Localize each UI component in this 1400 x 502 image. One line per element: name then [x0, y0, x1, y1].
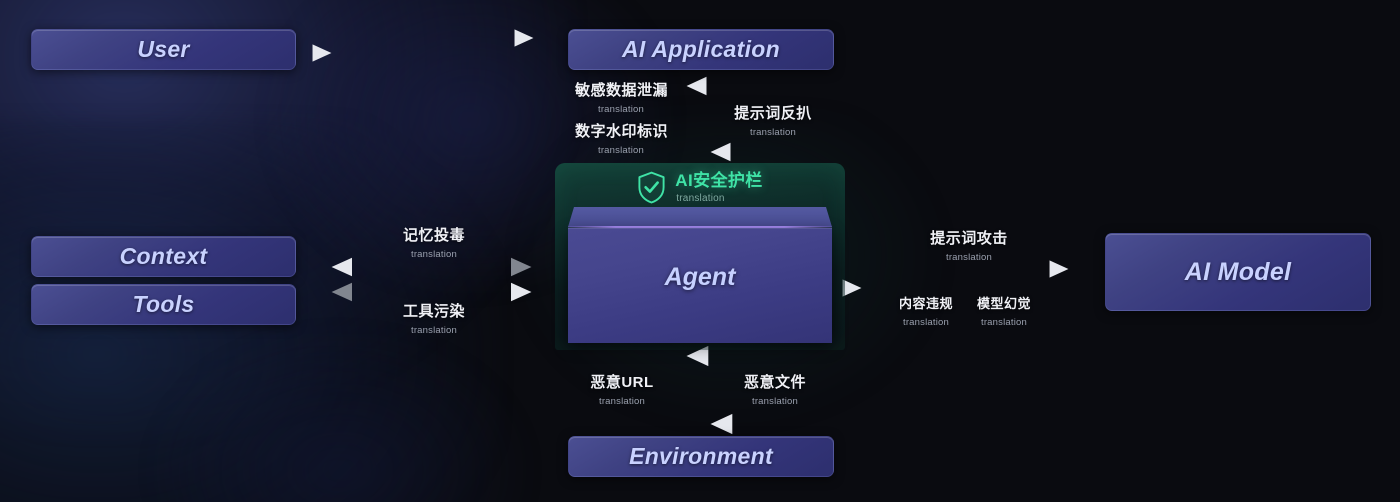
caption-content-violation-translation: translation [902, 317, 950, 328]
guardrail-text-group: AI安全护栏 translation [675, 172, 762, 204]
node-ai-model-label: AI Model [1184, 257, 1292, 286]
node-agent[interactable]: Agent [568, 207, 832, 343]
node-environment[interactable]: Environment [568, 436, 834, 477]
node-user-label: User [137, 36, 190, 62]
caption-malicious-url: 恶意URL translation [578, 375, 666, 407]
node-user[interactable]: User [31, 29, 296, 70]
caption-digital-watermark-translation: translation [597, 145, 645, 156]
caption-sensitive-data-leak: 敏感数据泄漏 translation [575, 82, 669, 115]
node-tools[interactable]: Tools [31, 284, 296, 325]
caption-content-violation-zh: 内容违规 [898, 296, 953, 311]
caption-memory-poisoning: 记忆投毒 translation [386, 228, 482, 260]
caption-model-hallucination-translation: translation [980, 317, 1028, 328]
node-ai-application-label: AI Application [622, 36, 780, 62]
caption-malicious-file-translation: translation [751, 396, 799, 407]
background-glow-lower-left [150, 330, 530, 502]
caption-malicious-file: 恶意文件 translation [731, 375, 819, 407]
shield-check-icon [637, 171, 666, 204]
node-tools-label: Tools [132, 291, 195, 317]
caption-memory-poisoning-zh: 记忆投毒 [402, 227, 465, 244]
caption-sensitive-data-leak-zh: 敏感数据泄漏 [575, 82, 669, 99]
guardrail-title: AI安全护栏 [675, 170, 763, 190]
node-context[interactable]: Context [31, 236, 296, 277]
caption-malicious-url-zh: 恶意URL [590, 374, 654, 391]
node-ai-application[interactable]: AI Application [568, 29, 834, 70]
caption-content-violation: 内容违规 translation [880, 296, 972, 328]
caption-prompt-attack-translation: translation [945, 252, 993, 263]
node-context-label: Context [119, 243, 208, 269]
node-ai-model[interactable]: AI Model [1105, 233, 1371, 311]
caption-prompt-reverse-zh: 提示词反扒 [734, 105, 812, 122]
caption-tool-pollution: 工具污染 translation [386, 304, 482, 336]
agent-block-body [568, 228, 832, 343]
caption-digital-watermark-zh: 数字水印标识 [575, 123, 669, 140]
caption-malicious-url-translation: translation [598, 396, 646, 407]
caption-tool-pollution-zh: 工具污染 [402, 303, 465, 320]
caption-prompt-reverse-translation: translation [749, 127, 797, 138]
caption-prompt-reverse: 提示词反扒 translation [731, 106, 815, 138]
caption-model-hallucination-zh: 模型幻觉 [976, 296, 1031, 311]
caption-malicious-file-zh: 恶意文件 [743, 374, 806, 391]
caption-memory-poisoning-translation: translation [410, 249, 458, 260]
guardrail-header: AI安全护栏 translation [555, 171, 845, 204]
caption-prompt-attack-zh: 提示词攻击 [930, 230, 1008, 247]
caption-prompt-attack: 提示词攻击 translation [914, 231, 1024, 263]
node-environment-label: Environment [629, 443, 773, 469]
caption-tool-pollution-translation: translation [410, 325, 458, 336]
agent-block-top-face [568, 207, 832, 227]
caption-digital-watermark: 数字水印标识 translation [575, 123, 669, 156]
agent-block-top-edge [568, 226, 832, 228]
guardrail-translation: translation [676, 192, 725, 204]
node-agent-label: Agent [664, 263, 736, 291]
caption-sensitive-data-leak-translation: translation [597, 104, 645, 115]
caption-model-hallucination: 模型幻觉 translation [958, 296, 1050, 328]
